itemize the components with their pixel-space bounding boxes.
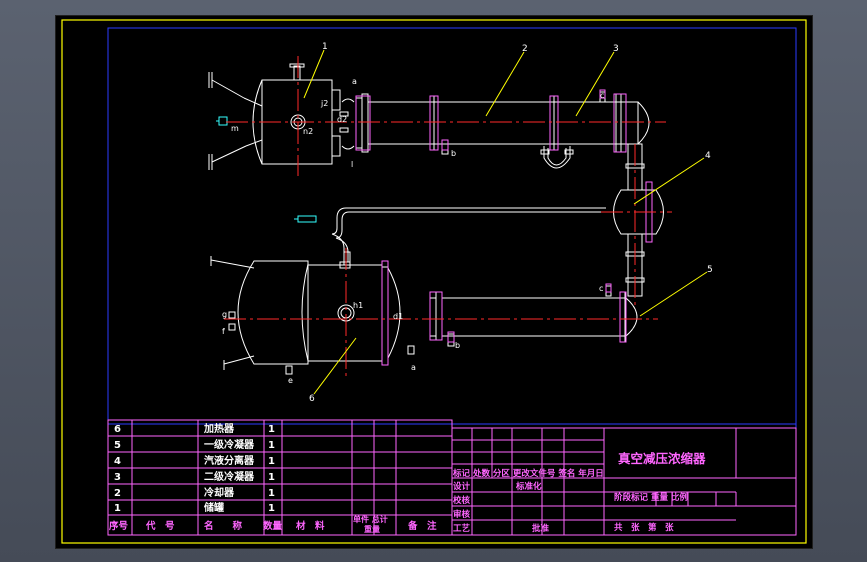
nozzle-a-bottom: a: [411, 363, 416, 372]
nozzle-c-top: c: [600, 91, 604, 100]
bom-row-1-no: 6: [114, 424, 121, 435]
nozzle-n2: n2: [303, 127, 313, 136]
bom-header-weight-top: 单件 总计: [353, 514, 388, 524]
approve-label: 批准: [532, 523, 550, 534]
bom-row-5-no: 2: [114, 488, 121, 499]
revision-header: 标记 处数 分区 更改文件号 签名 年月日: [452, 468, 604, 479]
bill-of-materials: 6 加热器 1 5 一级冷凝器 1 4 汽液分离器 1 3 二级冷凝器 1 2 …: [107, 419, 453, 536]
cooler-condenser-top: [355, 91, 650, 169]
drawing-sheet: 1 2 3 4 5 6 a m n2 d2 j2 l b c c g f h1 …: [55, 15, 813, 549]
bom-row-5-name: 冷却器: [204, 486, 235, 499]
bom-row-1-name: 加热器: [203, 422, 235, 435]
bom-header-material: 材 料: [295, 520, 325, 532]
bom-row-2-name: 一级冷凝器: [204, 438, 255, 451]
design-label: 设计: [453, 481, 471, 492]
bom-row-4-qty: 1: [268, 472, 275, 483]
nozzle-a-top: a: [352, 77, 357, 86]
bom-row-4-name: 二级冷凝器: [204, 470, 255, 483]
nozzle-m: m: [231, 124, 239, 133]
bom-row-3-no: 4: [114, 456, 121, 467]
bom-header-weight-bottom: 重量: [364, 524, 380, 534]
bom-row-6-name: 储罐: [203, 501, 224, 514]
nozzle-c-bottom: c: [599, 284, 603, 293]
bom-header-code: 代 号: [145, 520, 175, 532]
nozzle-d2: d2: [337, 115, 347, 124]
bom-header-remark: 备 注: [407, 520, 437, 532]
gas-liquid-separator: [331, 181, 664, 269]
drawing-title: 真空减压浓缩器: [618, 451, 706, 466]
bom-header-no: 序号: [109, 520, 129, 532]
nozzle-f: f: [222, 327, 225, 336]
bom-row-4-no: 3: [114, 472, 121, 483]
nozzle-g: g: [222, 310, 227, 319]
part-label-4: 4: [705, 151, 711, 161]
review-label: 审核: [453, 509, 471, 520]
title-block: 真空减压浓缩器 标记 处数 分区 更改文件号 签名 年月日 设计 标准化 校核 …: [451, 427, 797, 536]
nozzle-h1: h1: [353, 301, 363, 310]
storage-tank: [208, 63, 355, 170]
part-label-1: 1: [322, 42, 328, 52]
bom-row-6-qty: 1: [268, 503, 275, 514]
nozzle-l: l: [351, 160, 353, 169]
bom-row-5-qty: 1: [268, 488, 275, 499]
part-label-5: 5: [707, 265, 713, 275]
part-label-3: 3: [613, 44, 619, 54]
nozzle-j2: j2: [320, 99, 328, 108]
engineering-drawing: 1 2 3 4 5 6 a m n2 d2 j2 l b c c g f h1 …: [61, 19, 807, 544]
nozzle-b-top: b: [451, 149, 456, 158]
heater-vessel: [210, 251, 401, 375]
bom-row-1-qty: 1: [268, 424, 275, 435]
part-label-6: 6: [309, 394, 315, 404]
standardize-label: 标准化: [515, 481, 542, 492]
process-label: 工艺: [453, 523, 471, 534]
stage-header: 阶段标记 重量 比例: [614, 492, 688, 503]
part-label-2: 2: [522, 44, 528, 54]
bom-row-2-qty: 1: [268, 440, 275, 451]
bom-row-2-no: 5: [114, 440, 121, 451]
nozzle-d1: d1: [393, 312, 403, 321]
sheets-label: 共 张 第 张: [614, 522, 674, 533]
sheet-frame: [61, 19, 807, 544]
bom-row-3-qty: 1: [268, 456, 275, 467]
check-label: 校核: [453, 495, 471, 506]
bom-header-name: 名 称: [204, 520, 243, 532]
nozzle-b-bottom: b: [455, 341, 460, 350]
bom-row-3-name: 汽液分离器: [204, 454, 255, 467]
bom-row-6-no: 1: [114, 503, 121, 514]
bom-header-qty: 数量: [262, 520, 283, 532]
nozzle-e: e: [288, 376, 293, 385]
